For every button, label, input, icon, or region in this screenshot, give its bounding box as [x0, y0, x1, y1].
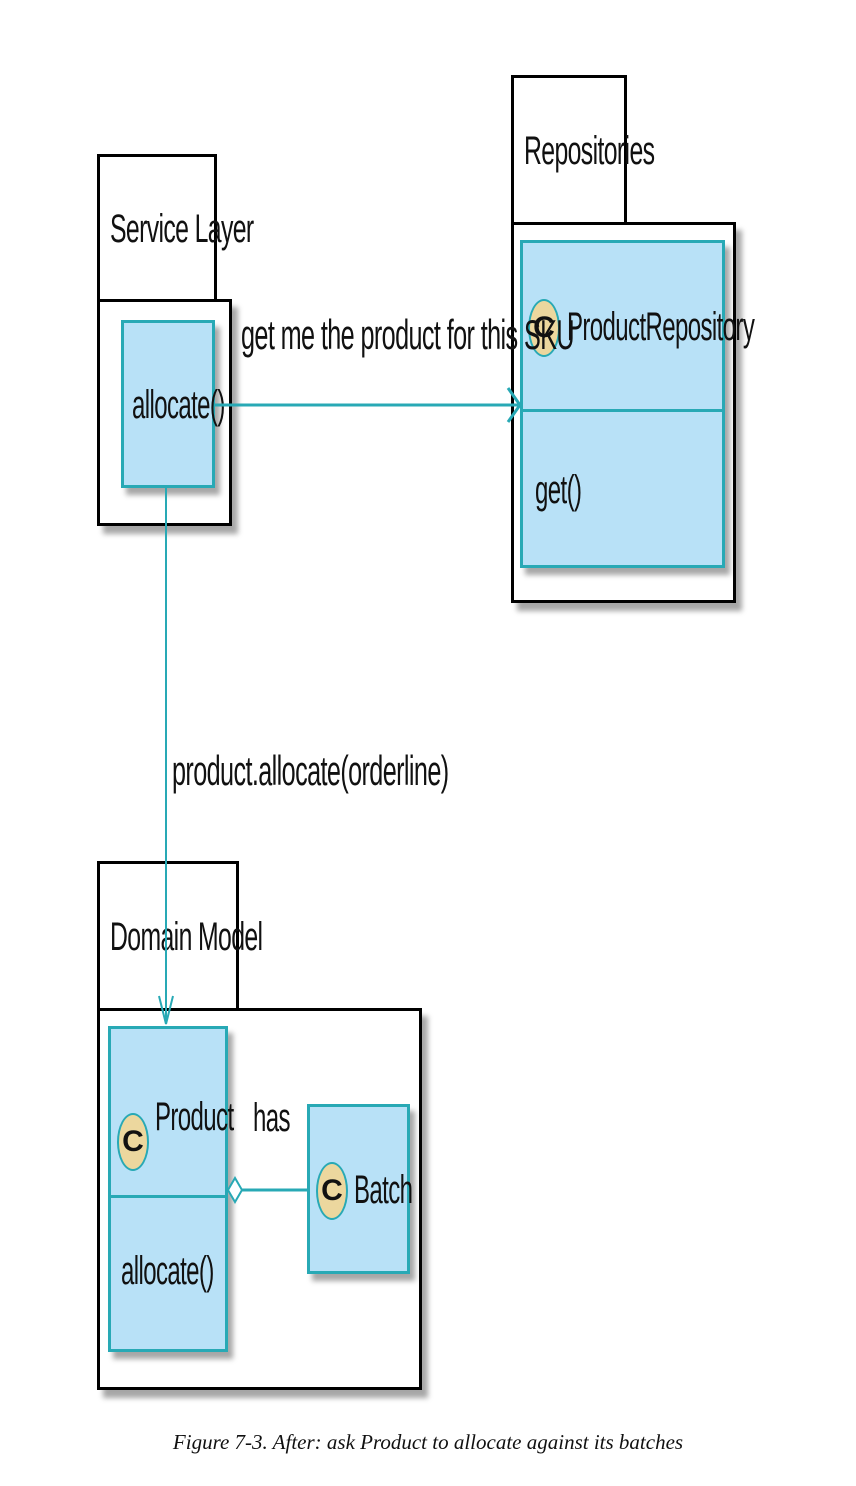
batch-class[interactable]: C Batch — [307, 1104, 413, 1274]
class-divider — [111, 1195, 225, 1198]
repository-call-arrowhead — [506, 387, 522, 423]
product-class[interactable]: C Product allocate() — [108, 1026, 234, 1352]
repositories-package-tab: Repositories — [511, 75, 655, 225]
class-stereotype-icon: C — [316, 1162, 348, 1220]
service-layer-package-tab: Service Layer — [97, 154, 254, 302]
class-divider — [523, 409, 722, 412]
domain-model-package-tab: Domain Model — [97, 861, 263, 1011]
allocate-box[interactable]: allocate() — [121, 320, 225, 488]
aggregation-diamond-icon — [226, 1176, 244, 1204]
service-layer-title: Service Layer — [110, 207, 254, 251]
class-stereotype-icon: C — [117, 1113, 149, 1171]
repositories-title: Repositories — [524, 129, 655, 173]
batch-class-name: Batch — [354, 1168, 413, 1212]
domain-call-label: product.allocate(orderline) — [172, 747, 449, 794]
product-repository-name: ProductRepository — [567, 305, 755, 349]
domain-call-arrowhead — [158, 995, 174, 1025]
product-repository-method: get() — [535, 468, 582, 512]
domain-model-title: Domain Model — [110, 915, 263, 959]
class-stereotype-icon: C — [528, 299, 560, 357]
figure-caption: Figure 7-3. After: ask Product to alloca… — [172, 1430, 684, 1454]
product-repository-class[interactable]: C ProductRepository get() — [520, 240, 755, 568]
product-class-name: Product — [155, 1095, 234, 1139]
repository-call-label: get me the product for this SKU — [241, 311, 575, 358]
product-allocate-method: allocate() — [121, 1249, 214, 1293]
service-allocate-method: allocate() — [132, 383, 225, 427]
has-label: has — [253, 1096, 290, 1140]
